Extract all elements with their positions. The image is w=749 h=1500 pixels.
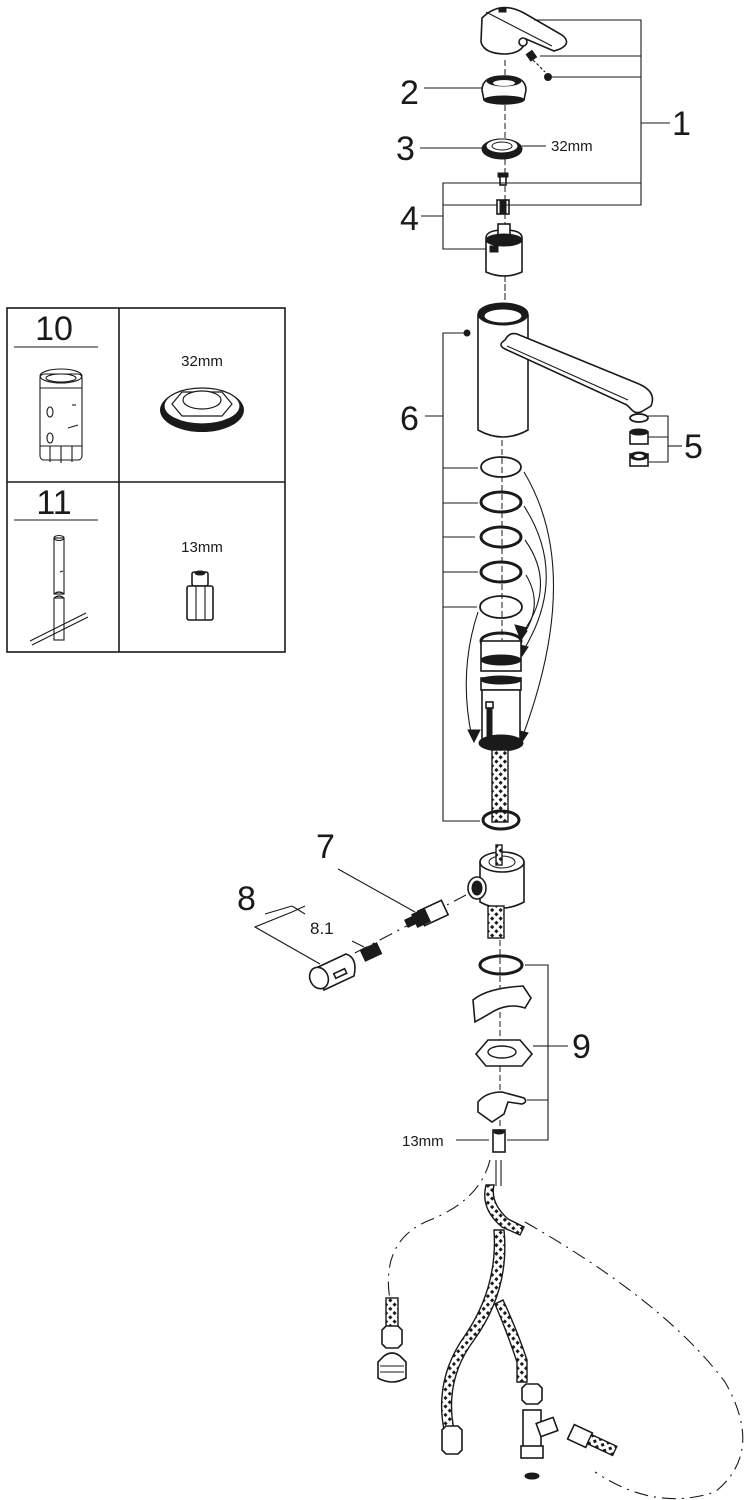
connector-block-icon [467,844,525,939]
hex-adapter-icon [186,570,214,621]
callout-9: 9 [572,1028,591,1066]
tools-panel-frame [6,307,286,653]
pull-out-spray-icon [478,631,524,752]
seal-placement-arrows [465,471,555,744]
check-valve-icon [404,899,450,928]
callout-7-leader [337,868,416,913]
tool-size-13mm: 13mm [181,539,223,556]
callout-8-1: 8.1 [310,919,334,938]
callout-2: 2 [400,74,419,112]
supply-hoses-icon [377,1159,744,1500]
tool-size-32mm: 32mm [181,353,223,370]
callout-1-leader [421,19,670,250]
socket-wrench-icon [39,368,83,463]
cartridge-nut-icon [160,387,244,432]
side-axis [329,894,467,967]
tool-number-10: 10 [35,310,73,348]
callout-8-leader [253,905,365,965]
callout-3: 3 [396,130,415,168]
pull-out-hose-icon [491,749,509,823]
callout-1: 1 [672,105,691,143]
cartridge-nut-3-icon [481,138,523,160]
callout-8: 8 [237,880,256,918]
callout-5: 5 [684,428,703,466]
faucet-body-icon [463,302,654,438]
lever-handle-icon [480,6,568,81]
aerator-icon [629,413,649,467]
cartridge-icon [485,172,523,277]
callout-5-leader [648,415,682,463]
callout-4: 4 [400,200,419,238]
callout-6-leader [425,332,480,822]
fixing-set-icon [472,954,534,1153]
tools-panel: 10 32mm 11 [6,307,286,653]
hose-weight-ring-icon [481,809,521,831]
callout-9-leader [456,964,568,1141]
tool-number-11: 11 [36,484,71,522]
seal-rings-icon [479,456,523,619]
cover-cap-icon [481,75,527,105]
callout-3-size: 32mm [551,138,593,155]
callout-9-size: 13mm [402,1133,444,1150]
callout-6: 6 [400,400,419,438]
callout-7: 7 [316,828,335,866]
tube-wrench-icon [29,534,89,646]
shut-off-insert-icon [359,942,383,962]
shut-off-cap-icon [308,953,356,992]
